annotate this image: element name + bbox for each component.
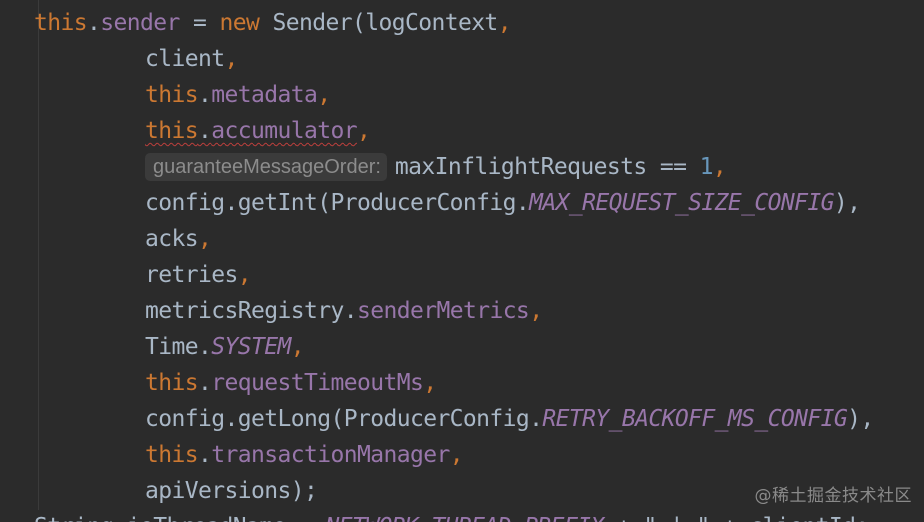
code-line[interactable]: guaranteeMessageOrder: maxInflightRequest… <box>145 149 727 185</box>
code-line[interactable]: String ioThreadName = NETWORK_THREAD_PRE… <box>34 509 869 522</box>
code-token: senderMetrics <box>356 298 530 324</box>
code-line[interactable]: this.transactionManager, <box>145 437 464 473</box>
code-token: , <box>237 262 252 288</box>
code-line[interactable]: acks, <box>145 221 212 257</box>
code-token: , <box>423 370 437 396</box>
code-token: this <box>145 370 199 396</box>
code-token: MAX_REQUEST_SIZE_CONFIG <box>529 190 834 216</box>
code-token: , <box>449 442 464 468</box>
code-token: RETRY_BACKOFF_MS_CONFIG <box>542 406 848 432</box>
code-line[interactable]: apiVersions); <box>145 473 318 509</box>
code-token: metadata <box>211 82 318 108</box>
code-token: maxInflightRequests == <box>394 154 700 180</box>
code-token: . <box>87 10 101 36</box>
code-token: . <box>198 118 212 144</box>
code-token: retries <box>145 262 238 288</box>
code-token: ), <box>847 406 874 432</box>
code-token: new <box>219 10 260 36</box>
code-token: this <box>145 82 199 108</box>
code-line[interactable]: this.requestTimeoutMs, <box>145 365 437 401</box>
code-token: config.getInt(ProducerConfig. <box>145 190 530 216</box>
code-token: this <box>34 10 88 36</box>
code-token: transactionManager <box>211 442 450 468</box>
code-line[interactable]: Time.SYSTEM, <box>145 329 305 365</box>
code-token: . <box>198 442 212 468</box>
code-token: NETWORK_THREAD_PREFIX <box>325 514 604 522</box>
code-line[interactable]: client, <box>145 41 238 77</box>
code-line[interactable]: metricsRegistry.senderMetrics, <box>145 293 543 329</box>
code-token: " | " <box>643 514 710 522</box>
code-token: Sender(logContext <box>259 10 498 36</box>
code-token: config.getLong(ProducerConfig. <box>145 406 543 432</box>
code-token: , <box>290 334 305 360</box>
code-token: apiVersions); <box>145 478 318 504</box>
code-token: Time. <box>145 334 212 360</box>
code-line[interactable]: config.getInt(ProducerConfig.MAX_REQUEST… <box>145 185 861 221</box>
code-token: , <box>317 82 331 108</box>
code-token: , <box>497 10 512 36</box>
parameter-hint: guaranteeMessageOrder: <box>145 153 387 181</box>
code-token: this <box>145 442 199 468</box>
code-token: metricsRegistry. <box>145 298 358 324</box>
code-line[interactable]: this.accumulator, <box>145 113 371 149</box>
code-token: sender <box>100 10 180 36</box>
code-line[interactable]: this.metadata, <box>145 77 331 113</box>
indent-guide <box>38 0 39 510</box>
code-token: requestTimeoutMs <box>211 370 424 396</box>
code-token: acks <box>145 226 199 252</box>
code-token: ), <box>833 190 861 216</box>
code-token: . <box>198 370 212 396</box>
code-line[interactable]: this.sender = new Sender(logContext, <box>34 5 512 41</box>
code-token: = <box>179 10 220 36</box>
code-token: + clientId; <box>710 514 869 522</box>
code-line[interactable]: retries, <box>145 257 252 293</box>
code-token: 1 <box>699 154 714 180</box>
code-token: + <box>604 514 644 522</box>
code-token: this <box>145 118 199 144</box>
code-token: , <box>198 226 212 252</box>
code-token: , <box>224 46 238 72</box>
code-token: . <box>198 82 212 108</box>
code-token: String ioThreadName = <box>34 514 325 522</box>
code-token: accumulator <box>211 118 357 144</box>
watermark: @稀土掘金技术社区 <box>754 486 912 506</box>
code-token: , <box>529 298 543 324</box>
code-token: , <box>712 154 727 180</box>
code-token: SYSTEM <box>211 334 291 360</box>
code-token: client <box>145 46 225 72</box>
code-token: , <box>356 118 371 144</box>
code-line[interactable]: config.getLong(ProducerConfig.RETRY_BACK… <box>145 401 874 437</box>
